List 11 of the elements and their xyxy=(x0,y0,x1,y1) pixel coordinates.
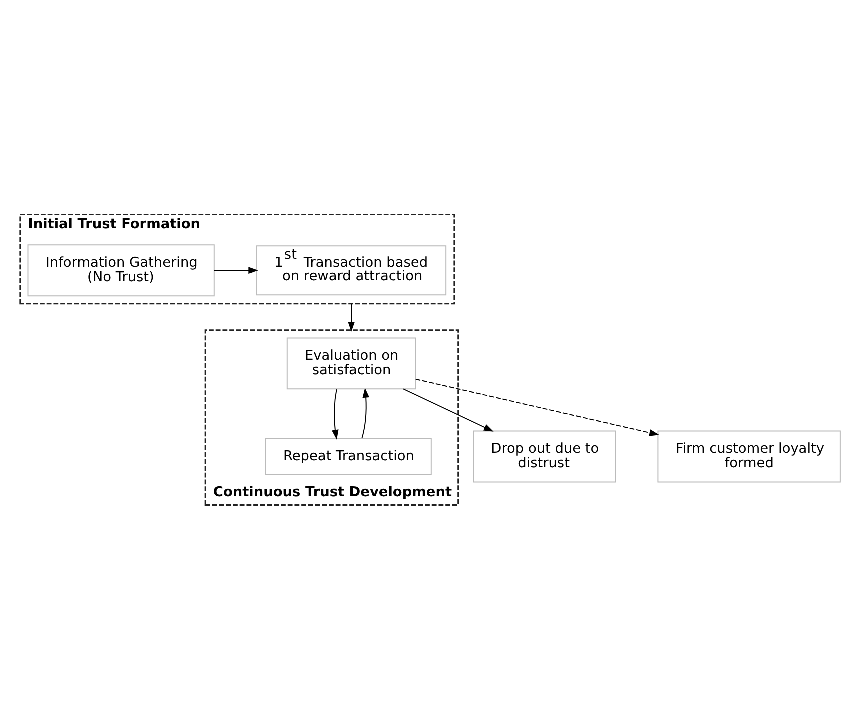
arrow xyxy=(332,388,339,440)
arrow xyxy=(403,388,494,432)
node-box: Evaluation on satisfaction xyxy=(286,337,416,390)
arrow xyxy=(415,378,660,436)
node-box: Information Gathering (No Trust) xyxy=(28,244,215,296)
arrow xyxy=(348,302,355,332)
arrow xyxy=(214,266,258,274)
arrow xyxy=(362,388,370,438)
node-box: Firm customer loyalty formed xyxy=(658,430,841,482)
node-box: Drop out due to distrust xyxy=(473,430,616,482)
node-box: Repeat Transaction xyxy=(265,438,432,475)
